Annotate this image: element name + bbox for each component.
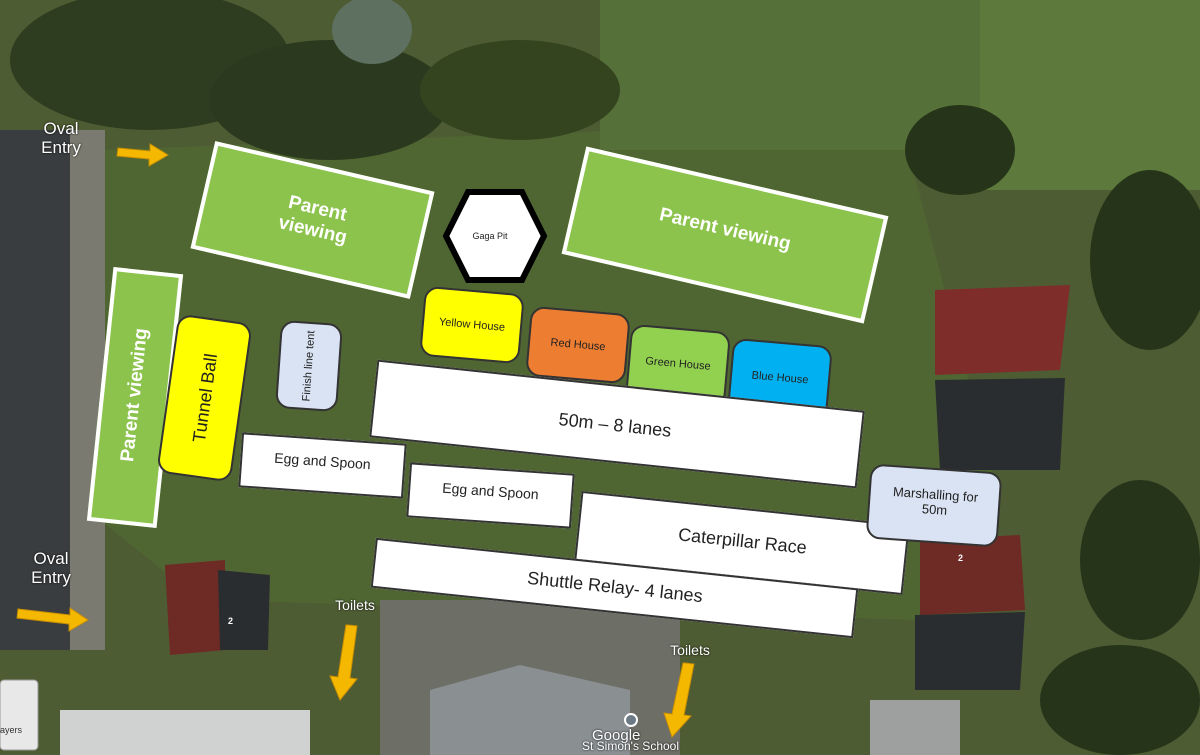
red-house-zone bbox=[525, 305, 631, 385]
egg-spoon-1-zone bbox=[238, 432, 407, 499]
oval-entry-top-label: Oval Entry bbox=[41, 119, 81, 157]
yellow-house-zone bbox=[419, 285, 525, 365]
shade-number-2: 2 bbox=[228, 616, 234, 626]
toilets-left-label: Toilets bbox=[335, 597, 375, 613]
shade-number-1: 2 bbox=[958, 553, 964, 563]
map-pin-icon[interactable] bbox=[624, 713, 638, 727]
gaga-pit-zone bbox=[442, 189, 548, 283]
toilets-right-label: Toilets bbox=[670, 642, 710, 658]
google-logo: Google bbox=[592, 727, 641, 744]
marshalling-zone bbox=[865, 463, 1003, 548]
oval-entry-bottom-label: Oval Entry bbox=[31, 549, 71, 587]
layers-button[interactable]: ayers bbox=[0, 725, 23, 735]
school-label: St Simon's School bbox=[582, 739, 680, 753]
egg-spoon-2-zone bbox=[406, 462, 575, 529]
finish-line-tent-zone bbox=[275, 319, 343, 413]
